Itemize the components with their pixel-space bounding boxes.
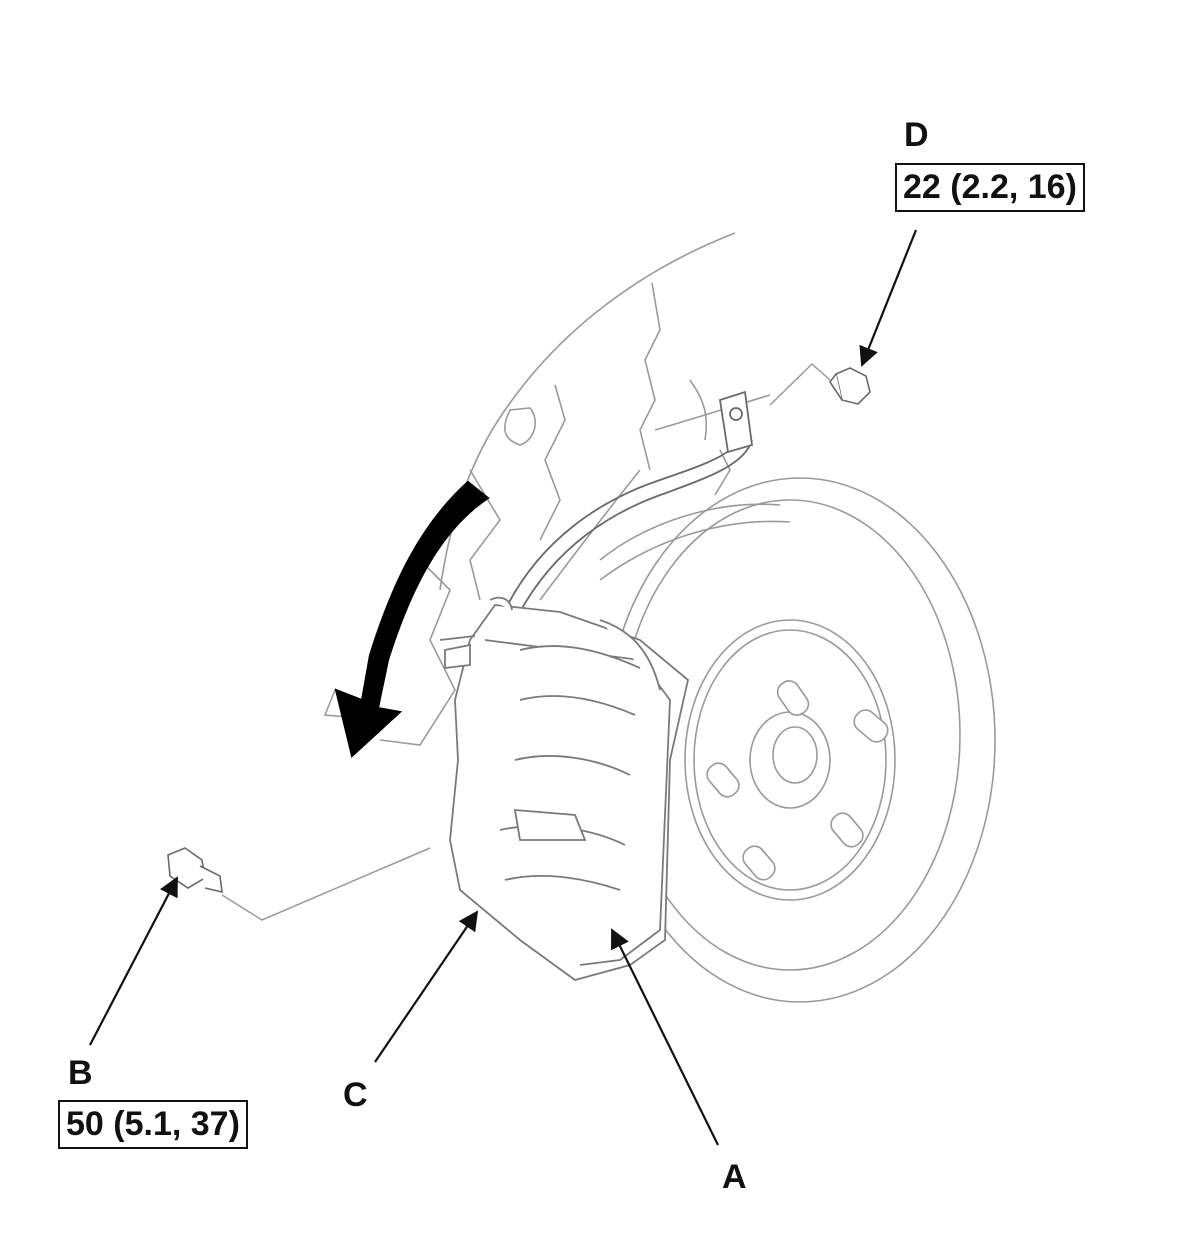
- pointer-arrow-a: [611, 928, 719, 1146]
- pointer-arrow-b: [89, 876, 178, 1046]
- pointer-arrow-c: [374, 910, 479, 1063]
- leader-line-d: [769, 362, 831, 406]
- brake-caliper: [439, 596, 689, 981]
- callout-letter-a: A: [722, 1158, 747, 1196]
- bolt-b: [167, 847, 223, 894]
- pointer-arrow-d: [859, 229, 918, 367]
- callout-letter-b: B: [68, 1054, 93, 1092]
- torque-spec-b: 50 (5.1, 37): [58, 1100, 248, 1150]
- rotation-arrow: [334, 480, 490, 758]
- callout-letter-d: D: [904, 116, 929, 154]
- bolt-d: [829, 367, 871, 405]
- callout-letter-c: C: [343, 1076, 368, 1114]
- torque-spec-d: 22 (2.2, 16): [895, 163, 1085, 213]
- leader-line-b: [221, 847, 431, 921]
- brake-hose: [504, 390, 753, 613]
- wheel-studs: [706, 680, 889, 881]
